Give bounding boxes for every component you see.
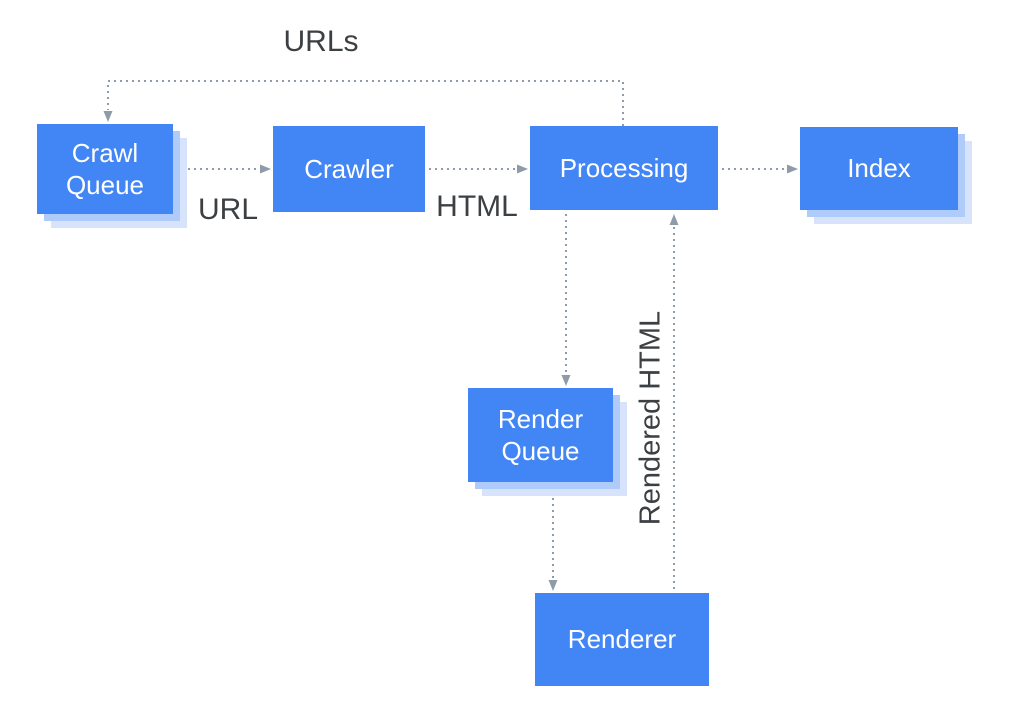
arrowhead-up-icon xyxy=(669,214,679,225)
arrowhead-right-icon xyxy=(260,164,271,174)
arrowhead-right-icon xyxy=(517,164,528,174)
arrowhead-down-icon xyxy=(103,111,113,122)
node-crawl-queue: Crawl Queue xyxy=(37,124,173,214)
node-renderer-label: Renderer xyxy=(567,624,677,655)
edge-processing-to-index xyxy=(722,164,798,174)
edge-renderer-to-processing xyxy=(669,214,679,589)
node-crawl-queue-label: Crawl Queue xyxy=(65,137,145,201)
edge-label-html: HTML xyxy=(436,190,518,223)
node-render-queue-label: Render Queue xyxy=(497,403,584,467)
edge-render-queue-to-renderer xyxy=(548,486,558,591)
arrowhead-right-icon xyxy=(787,164,798,174)
arrowhead-down-icon xyxy=(561,375,571,386)
edge-crawl-queue-to-crawler xyxy=(182,164,271,174)
node-processing: Processing xyxy=(530,126,718,210)
node-processing-label: Processing xyxy=(559,152,689,183)
node-crawler: Crawler xyxy=(273,126,425,212)
node-render-queue: Render Queue xyxy=(468,388,613,482)
edge-processing-to-render-queue xyxy=(561,214,571,386)
edge-crawler-to-processing xyxy=(429,164,528,174)
arrowhead-down-icon xyxy=(548,580,558,591)
edge-label-rendered-html: Rendered HTML xyxy=(634,310,667,526)
node-crawler-label: Crawler xyxy=(304,153,394,184)
edge-label-urls: URLs xyxy=(283,25,359,58)
edge-processing-to-crawl-queue xyxy=(103,80,624,126)
node-index: Index xyxy=(800,127,958,210)
edge-label-url: URL xyxy=(197,193,259,226)
node-renderer: Renderer xyxy=(535,593,709,686)
node-index-label: Index xyxy=(847,153,911,184)
